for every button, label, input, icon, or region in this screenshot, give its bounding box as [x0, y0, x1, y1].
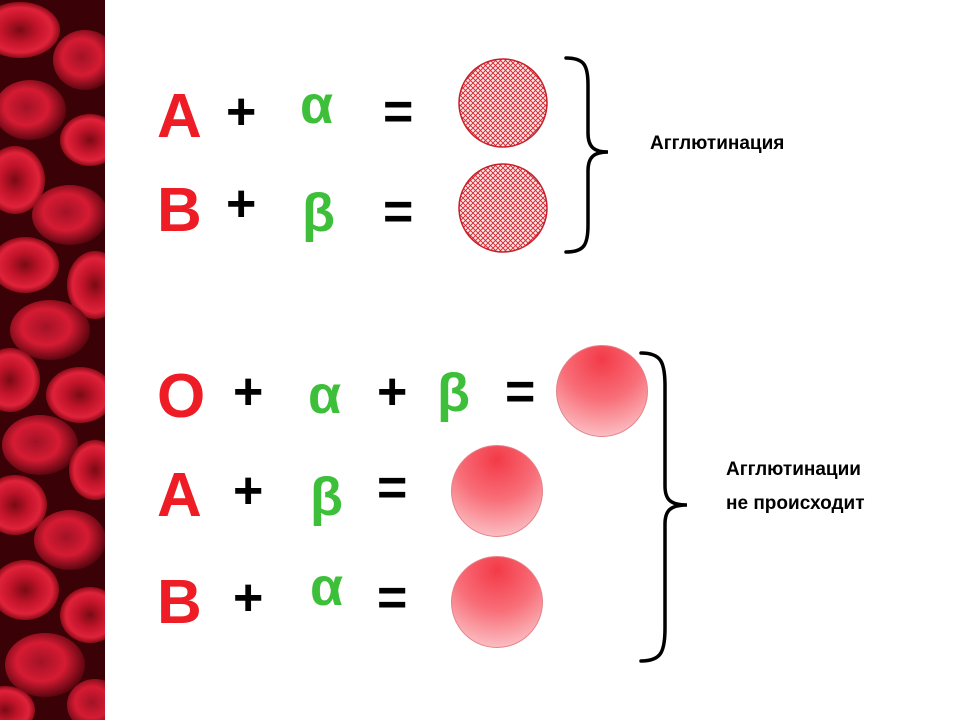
- normal-cell: [556, 345, 648, 437]
- equals-sign: =: [383, 83, 414, 141]
- antibody-beta-letter: β: [310, 467, 343, 527]
- plus-sign: +: [233, 462, 264, 520]
- normal-cell: [451, 445, 543, 537]
- antigen-a-letter: A: [157, 461, 202, 530]
- red-blood-cells-image: [0, 0, 105, 720]
- antibody-beta-letter: β: [437, 363, 470, 423]
- hatched-circle-shape: [458, 163, 548, 253]
- antibody-beta-letter: β: [302, 183, 335, 243]
- equals-sign: =: [505, 363, 536, 421]
- plus-sign: +: [226, 175, 257, 233]
- normal-cell: [451, 556, 543, 648]
- antibody-alpha-letter: α: [300, 75, 334, 135]
- equals-sign: =: [377, 459, 408, 517]
- hatched-circle-shape: [458, 58, 548, 148]
- equals-sign: =: [383, 183, 414, 241]
- agglutination-label: Агглютинация: [650, 133, 785, 154]
- antigen-a-letter: A: [157, 82, 202, 151]
- plus-sign: +: [377, 363, 408, 421]
- antibody-alpha-letter: α: [310, 557, 344, 617]
- plus-sign: +: [226, 83, 257, 141]
- antigen-b-letter: B: [157, 568, 202, 637]
- blood-cells-sidebar: [0, 0, 105, 720]
- antigen-o-letter: O: [157, 362, 206, 431]
- right-curly-brace: [564, 56, 609, 254]
- antibody-alpha-letter: α: [308, 365, 342, 425]
- no-agglutination-label-line1: Агглютинации: [726, 459, 861, 480]
- agglutinated-cell: [458, 58, 548, 148]
- equals-sign: =: [377, 569, 408, 627]
- right-curly-brace: [639, 351, 688, 663]
- plus-sign: +: [233, 569, 264, 627]
- no-agglutination-label-line2: не происходит: [726, 493, 865, 514]
- antigen-b-letter: B: [157, 176, 202, 245]
- agglutinated-cell: [458, 163, 548, 253]
- plus-sign: +: [233, 363, 264, 421]
